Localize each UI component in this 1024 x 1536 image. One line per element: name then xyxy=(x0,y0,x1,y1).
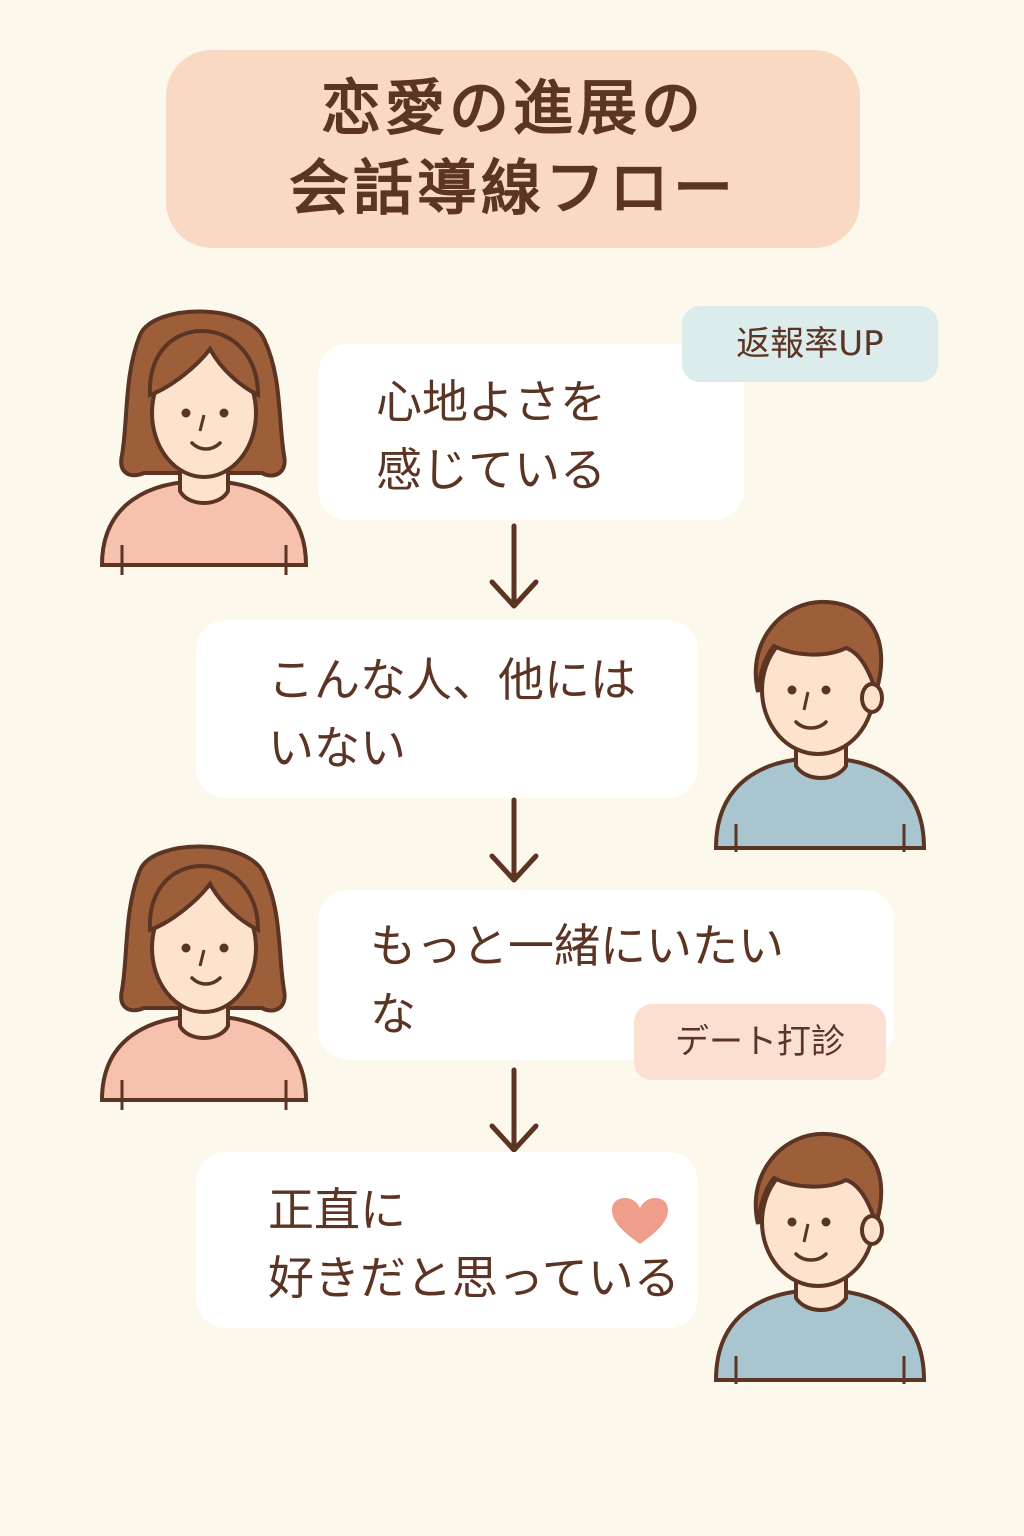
bubble-3-text: もっと一緒にいたい な xyxy=(370,912,784,1048)
speech-bubble-2 xyxy=(196,620,698,798)
speech-bubble-1 xyxy=(318,344,744,520)
title-line-1: 恋愛の進展の xyxy=(321,74,705,144)
title-line-2: 会話導線フロー xyxy=(289,154,737,224)
man-avatar xyxy=(713,599,927,852)
bubble-1-line-1: 心地よさを xyxy=(376,375,606,429)
woman-avatar xyxy=(99,309,309,575)
bubble-1-line-2: 感じている xyxy=(376,443,606,497)
bubble-2-text: こんな人、他には いない xyxy=(268,646,636,782)
bubble-2-line-1: こんな人、他には xyxy=(268,653,636,707)
bubble-4-text: 正直に 好きだと思っている xyxy=(268,1176,680,1312)
title-box: 恋愛の進展の 会話導線フロー xyxy=(166,50,860,248)
bubble-1-text: 心地よさを 感じている xyxy=(376,368,606,504)
heart-icon xyxy=(612,1198,668,1244)
badge-date-invite: デート打診 xyxy=(634,1004,886,1080)
bubble-3-line-2: な xyxy=(370,987,416,1041)
down-arrow-icon xyxy=(489,523,539,609)
woman-avatar xyxy=(99,844,309,1110)
man-avatar xyxy=(713,1131,927,1384)
bubble-2-line-2: いない xyxy=(268,721,406,775)
badge-reply-rate: 返報率UP xyxy=(682,306,938,382)
down-arrow-icon xyxy=(489,1067,539,1153)
bubble-4-line-1: 正直に xyxy=(268,1183,406,1237)
speech-bubble-4 xyxy=(196,1152,698,1328)
bubble-3-line-1: もっと一緒にいたい xyxy=(370,919,784,973)
bubble-4-line-2: 好きだと思っている xyxy=(268,1251,680,1305)
down-arrow-icon xyxy=(489,797,539,883)
